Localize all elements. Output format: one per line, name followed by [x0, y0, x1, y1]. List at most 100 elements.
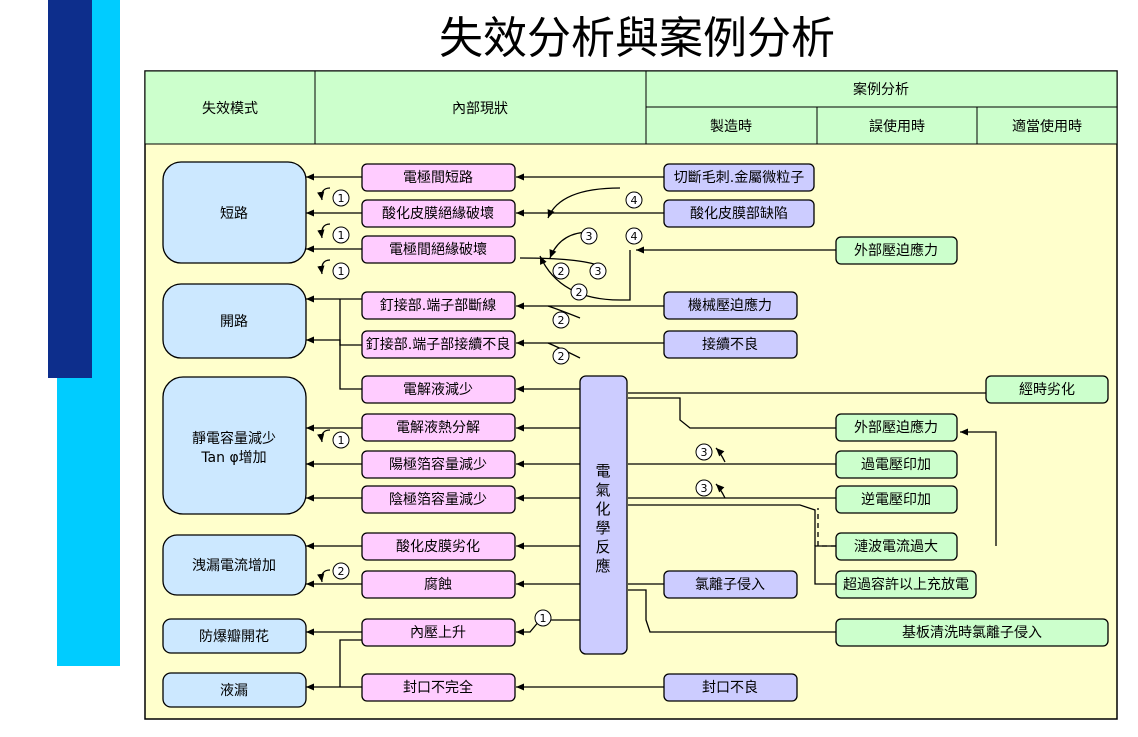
- cause-seal-poor: 封口不良: [702, 680, 758, 696]
- center-char-3: 化: [595, 500, 610, 518]
- marker-1: [534, 609, 552, 627]
- use-ext-stress-1-box: [835, 236, 958, 265]
- use-ext-stress-1: 外部壓迫應力: [854, 242, 938, 259]
- svg-text:2: 2: [338, 565, 345, 578]
- use-board-cleaning-box: [835, 618, 1109, 647]
- internal-cathode-cap: 陰極箔容量減少: [389, 491, 487, 508]
- electrochemical-reaction-box: [579, 375, 628, 655]
- internal-seal-incomplete-box: [361, 673, 516, 702]
- use-aging-box: [985, 375, 1109, 404]
- decor-bar-cyan-upper: [92, 0, 120, 378]
- svg-text:3: 3: [701, 482, 708, 495]
- header-internal-state-cell: [314, 70, 647, 145]
- use-ripple: 漣波電流過大: [854, 539, 938, 555]
- marker-2: [570, 283, 588, 301]
- marker-4: [625, 191, 643, 209]
- header-failure-mode: 失效模式: [202, 101, 258, 117]
- marker-2: [552, 347, 570, 365]
- use-overvoltage: 過電壓印加: [861, 457, 931, 473]
- use-ext-stress-2: 外部壓迫應力: [854, 419, 938, 436]
- cause-burr: 切斷毛刺.金屬微粒子: [674, 170, 804, 186]
- cause-seal-poor-box: [663, 673, 798, 702]
- svg-text:3: 3: [701, 446, 708, 459]
- use-reverse-voltage: 逆電壓印加: [861, 492, 931, 508]
- use-ripple-box: [835, 532, 958, 561]
- internal-electrolyte-thermal-box: [361, 413, 516, 442]
- svg-text:4: 4: [631, 194, 638, 207]
- cause-mech-stress-box: [663, 291, 798, 320]
- svg-text:1: 1: [540, 612, 547, 625]
- svg-text:1: 1: [338, 192, 345, 205]
- center-char-4: 學: [595, 519, 610, 537]
- marker-2: [552, 262, 570, 280]
- mode-leak-current: 洩漏電流增加: [192, 558, 276, 574]
- internal-oxide-insulation-box: [361, 199, 516, 228]
- marker-1: [332, 189, 350, 207]
- svg-text:2: 2: [558, 265, 565, 278]
- svg-text:1: 1: [338, 229, 345, 242]
- marker-3: [580, 227, 598, 245]
- use-over-charge-box: [835, 570, 977, 599]
- header-case-analysis-cell: [645, 70, 1118, 108]
- mode-open: 開路: [220, 314, 248, 330]
- mode-liquid-leak: 液漏: [220, 683, 248, 699]
- marker-1: [332, 226, 350, 244]
- center-char-6: 應: [595, 557, 610, 575]
- mode-capacitance-box: [162, 376, 307, 515]
- svg-text:1: 1: [338, 265, 345, 278]
- header-internal-state: 內部現狀: [452, 101, 508, 117]
- internal-terminal-poor-box: [361, 330, 516, 359]
- internal-seal-incomplete: 封口不完全: [403, 679, 473, 696]
- internal-elec-insulation-box: [361, 235, 516, 264]
- mode-short: 短路: [220, 206, 248, 222]
- internal-anode-cap-box: [361, 450, 516, 479]
- header-case-analysis: 案例分析: [853, 81, 909, 98]
- svg-text:2: 2: [558, 350, 565, 363]
- header-proper-use: 適當使用時: [1012, 118, 1082, 135]
- internal-elec-short-box: [361, 163, 516, 192]
- internal-pressure-rise: 內壓上升: [410, 625, 466, 641]
- mode-capacitance-line2: Tan φ增加: [200, 450, 266, 466]
- internal-corrosion-box: [361, 570, 516, 599]
- marker-3: [589, 262, 607, 280]
- mode-capacitance-line1: 靜電容量減少: [192, 430, 276, 447]
- marker-1: [332, 262, 350, 280]
- marker-4: [625, 227, 643, 245]
- mode-open-box: [162, 283, 307, 359]
- marker-3: [695, 479, 713, 497]
- header-manufacturing: 製造時: [710, 119, 752, 135]
- use-ext-stress-2-box: [835, 413, 958, 442]
- use-board-cleaning: 基板清洗時氯離子侵入: [902, 624, 1042, 641]
- internal-elec-insulation: 電極間絕緣破壞: [389, 242, 487, 258]
- internal-elec-short: 電極間短路: [403, 170, 473, 186]
- cause-chlorine-box: [663, 570, 798, 599]
- use-aging: 經時劣化: [1019, 382, 1075, 398]
- center-char-2: 氣: [595, 481, 610, 499]
- marker-2: [332, 562, 350, 580]
- cause-oxide-defect: 酸化皮膜部缺陷: [690, 206, 788, 222]
- mode-vent: 防爆瓣開花: [199, 629, 269, 645]
- internal-anode-cap: 陽極箔容量減少: [389, 456, 487, 473]
- cause-burr-box: [663, 163, 815, 192]
- header-failure-mode-cell: [144, 70, 316, 145]
- use-overvoltage-box: [835, 450, 958, 479]
- cause-mech-stress: 機械壓迫應力: [688, 297, 772, 314]
- use-reverse-voltage-box: [835, 485, 958, 514]
- mode-short-box: [162, 161, 307, 264]
- internal-cathode-cap-box: [361, 485, 516, 514]
- mode-liquid-leak-box: [162, 672, 307, 708]
- header-misuse: 誤使用時: [869, 118, 925, 135]
- internal-terminal-break-box: [361, 291, 516, 320]
- internal-terminal-break: 釘接部.端子部斷線: [380, 297, 496, 314]
- use-over-charge: 超過容許以上充放電: [843, 576, 969, 593]
- internal-terminal-poor: 釘接部.端子部接續不良: [366, 336, 510, 353]
- mode-vent-box: [162, 618, 307, 654]
- internal-electrolyte-decrease-box: [361, 375, 516, 404]
- header-manufacturing-cell: [645, 106, 818, 145]
- internal-oxide-insulation: 酸化皮膜絕緣破壞: [382, 206, 494, 222]
- svg-text:4: 4: [631, 230, 638, 243]
- internal-oxide-deteriorate: 酸化皮膜劣化: [396, 539, 480, 555]
- center-char-5: 反: [595, 538, 610, 556]
